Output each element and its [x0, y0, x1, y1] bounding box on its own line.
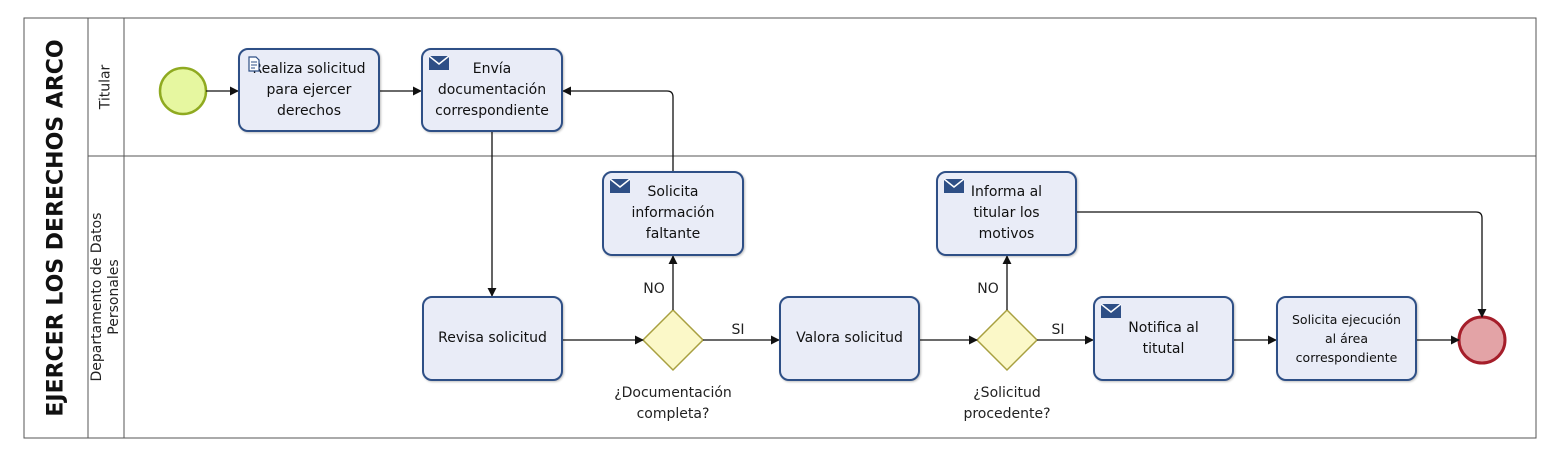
task-envia-documentacion[interactable]: Envía documentación correspondiente	[421, 48, 563, 132]
pool-title: EJERCER LOS DERECHOS ARCO	[43, 39, 69, 417]
envelope-icon	[610, 179, 630, 193]
task-valora-solicitud[interactable]: Valora solicitud	[779, 296, 920, 381]
task-notifica-titular[interactable]: Notifica al titutal	[1093, 296, 1234, 381]
document-icon	[248, 56, 260, 72]
task-label: Notifica al titutal	[1128, 319, 1199, 357]
task-label: Informa al titular los motivos	[970, 184, 1043, 242]
task-label: Solicita información faltante	[631, 184, 715, 242]
task-solicita-informacion[interactable]: Solicita información faltante	[602, 171, 744, 256]
gateway-doc-label: ¿Documentación completa?	[614, 385, 732, 422]
task-realiza-solicitud[interactable]: Realiza solicitud para ejercer derechos	[238, 48, 380, 132]
envelope-icon	[429, 56, 449, 70]
gateway-doc-no-label: NO	[643, 281, 665, 297]
end-event[interactable]	[1457, 315, 1507, 365]
start-event[interactable]	[158, 66, 208, 116]
task-label: Envía documentación correspondiente	[435, 60, 549, 119]
gateway-proc-label: ¿Solicitud procedente?	[963, 385, 1051, 422]
lane-title-titular: Titular	[97, 64, 114, 110]
task-label: Valora solicitud	[796, 330, 903, 346]
gateway-proc-yes-label: SI	[1051, 322, 1065, 338]
gateway-doc-yes-label: SI	[731, 322, 745, 338]
task-revisa-solicitud[interactable]: Revisa solicitud	[422, 296, 563, 381]
gateway-procedente[interactable]	[975, 308, 1039, 372]
gateway-documentacion[interactable]	[641, 308, 705, 372]
gateway-proc-no-label: NO	[977, 281, 999, 297]
task-solicita-ejecucion[interactable]: Solicita ejecución al área correspondien…	[1276, 296, 1417, 381]
task-informa-titular[interactable]: Informa al titular los motivos	[936, 171, 1077, 256]
flow-informa-end	[1077, 211, 1487, 318]
pool-frame	[23, 17, 1537, 439]
task-label: Realiza solicitud para ejercer derechos	[252, 60, 366, 119]
envelope-icon	[944, 179, 964, 193]
task-label: Revisa solicitud	[438, 330, 547, 346]
lane-title-dpto: Departamento de Datos Personales	[89, 212, 122, 382]
flow-solicita-envia	[562, 86, 674, 171]
task-label: Solicita ejecución al área correspondien…	[1292, 312, 1401, 365]
envelope-icon	[1101, 304, 1121, 318]
